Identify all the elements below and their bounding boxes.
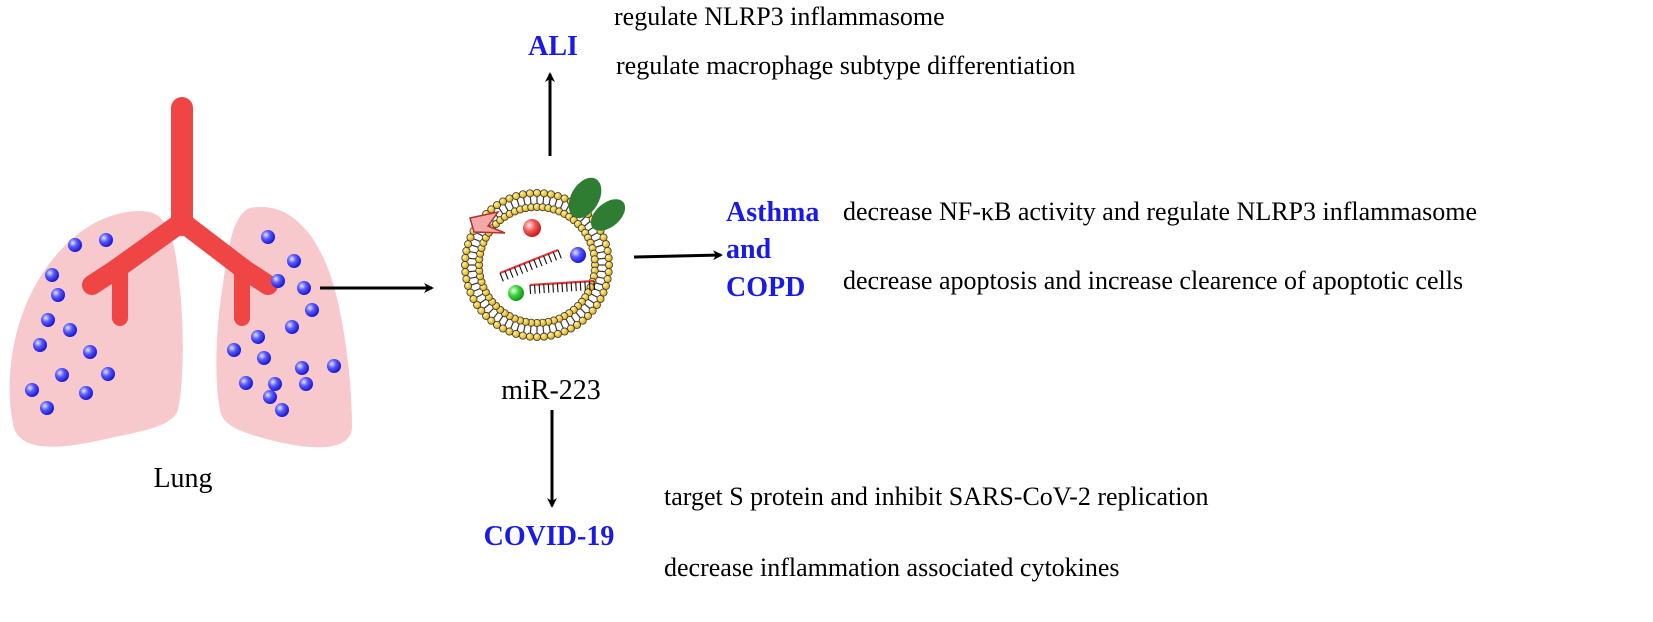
- lung-particle: [287, 254, 301, 268]
- covid-label: COVID-19: [484, 521, 615, 552]
- mir223-vesicle: miR-223: [460, 177, 626, 406]
- arrow-to-asthma-copd: [633, 250, 723, 261]
- lung-particle: [263, 390, 277, 404]
- ali-section: ALI regulate NLRP3 inflammasome regulate…: [528, 2, 1075, 80]
- lung-particle: [305, 303, 319, 317]
- lung-particle: [227, 343, 241, 357]
- green-receptor-large: [568, 177, 602, 219]
- green-receptor-small: [590, 199, 626, 231]
- asthma-copd-effect-2: decrease apoptosis and increase clearenc…: [843, 266, 1463, 295]
- lipid-bilayer: [460, 188, 614, 341]
- lung-particle: [285, 320, 299, 334]
- asthma-label-line-3: COPD: [726, 272, 805, 303]
- lung-particle: [55, 368, 69, 382]
- covid-effect-1: target S protein and inhibit SARS-CoV-2 …: [664, 482, 1209, 511]
- lung-particle: [40, 401, 54, 415]
- lung-particle: [41, 313, 55, 327]
- airway-tree: [82, 97, 278, 326]
- lung-particle: [295, 361, 309, 375]
- ali-effect-1: regulate NLRP3 inflammasome: [614, 2, 945, 31]
- lung-particle: [299, 377, 313, 391]
- lung-particle: [45, 268, 59, 282]
- lung-particle: [327, 359, 341, 373]
- red-cargo-particle: [523, 219, 541, 237]
- green-cargo-particle: [508, 285, 524, 301]
- lung-particle: [239, 376, 253, 390]
- lung-particle: [251, 330, 265, 344]
- red-receptor: [469, 210, 506, 234]
- lung-particle: [33, 338, 47, 352]
- lung-particle: [25, 383, 39, 397]
- lung-particle: [101, 367, 115, 381]
- covid-section: COVID-19 target S protein and inhibit SA…: [484, 482, 1209, 582]
- lung-particle: [63, 323, 77, 337]
- lung-particle: [83, 345, 97, 359]
- asthma-label-line-2: and: [726, 234, 772, 265]
- covid-effect-2: decrease inflammation associated cytokin…: [664, 553, 1120, 582]
- blue-cargo-particle: [570, 247, 586, 263]
- lung-particle: [261, 230, 275, 244]
- lung-particle: [79, 386, 93, 400]
- mirna-strands: [499, 248, 596, 295]
- lung-particle: [51, 288, 65, 302]
- lung-particle: [99, 233, 113, 247]
- vesicle-label: miR-223: [501, 375, 601, 406]
- lung-particle: [297, 281, 311, 295]
- lung-label: Lung: [153, 463, 212, 494]
- lung-particle: [275, 403, 289, 417]
- lung-particle: [268, 377, 282, 391]
- asthma-copd-effect-1: decrease NF-κB activity and regulate NLR…: [843, 197, 1477, 226]
- ali-label: ALI: [528, 31, 578, 62]
- lung-particles: [25, 230, 341, 417]
- lung-particle: [257, 351, 271, 365]
- ali-effect-2: regulate macrophage subtype differentiat…: [616, 51, 1075, 80]
- asthma-label-line-1: Asthma: [726, 197, 819, 228]
- asthma-copd-section: Asthma and COPD decrease NF-κB activity …: [726, 197, 1477, 303]
- lung-particle: [68, 238, 82, 252]
- lung-particle: [271, 274, 285, 288]
- lung-illustration: Lung: [9, 97, 352, 494]
